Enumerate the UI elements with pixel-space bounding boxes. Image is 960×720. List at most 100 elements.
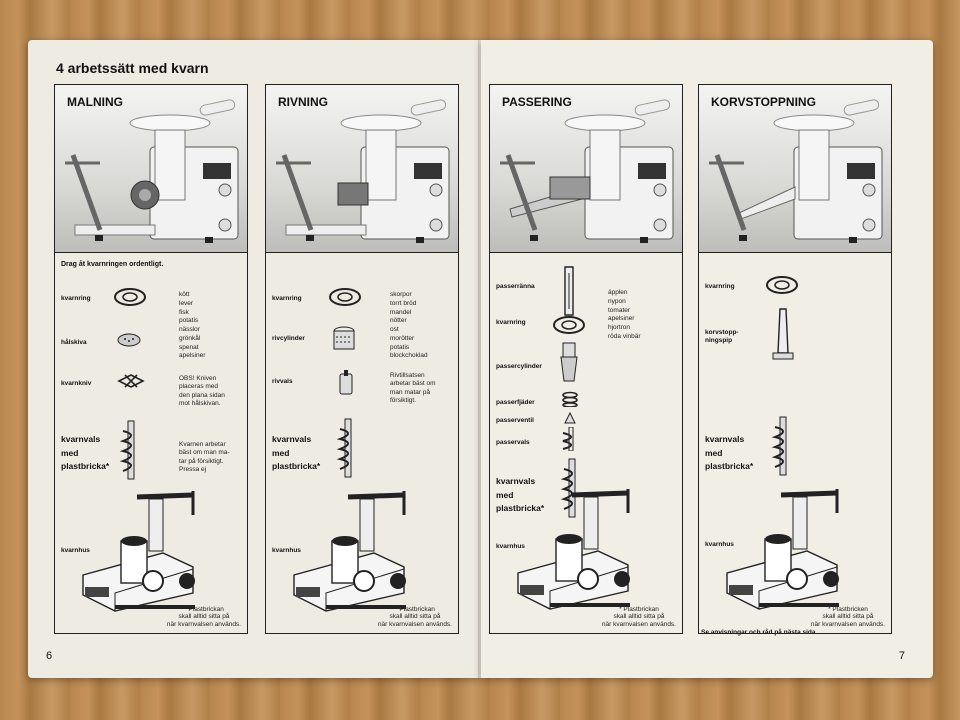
food-list: äpplen nypon tomater apelsiner hjortron …	[608, 289, 641, 342]
column-title: KORVSTOPPNING	[711, 95, 816, 109]
kvarnhus-drawing	[82, 491, 195, 612]
note-text: Rivtillsatsen arbetar bäst om man matar …	[390, 372, 436, 405]
list-item: potatis	[179, 317, 199, 325]
passerventil-icon	[564, 411, 576, 424]
list-item: hjortron	[608, 324, 631, 332]
footnote: * Plastbrickan skall alltid sitta på när…	[377, 605, 452, 629]
part-label: kvarnhus	[61, 547, 90, 554]
column-korvstoppning: KORVSTOPPNING kvarnring korvstopp- nings…	[698, 84, 892, 634]
part-label: kvarnhus	[272, 547, 301, 554]
kvarnring-icon	[114, 288, 146, 306]
kvarnvals-icon	[336, 418, 352, 478]
kvarnkniv-icon	[117, 374, 145, 388]
photo-korvstoppning: KORVSTOPPNING	[699, 85, 891, 253]
left-page: 4 arbetssätt med kvarn 6 MALNING	[28, 40, 480, 678]
column-malning: MALNING Drag åt kvarnringen ordentligt. …	[54, 84, 248, 634]
footer-note: Se anvisningar och råd på nästa sida.	[701, 629, 818, 636]
part-label: kvarnring	[496, 319, 526, 326]
part-label: passerventil	[496, 417, 534, 424]
list-item: mandel	[390, 308, 412, 316]
kvarnvals-icon	[119, 420, 135, 480]
part-label: kvarnring	[705, 283, 735, 290]
photo-rivning: RIVNING	[266, 85, 458, 253]
kvarnhus-drawing	[293, 491, 406, 612]
column-passering: PASSERING passerränna äpplen nypon tomat…	[489, 84, 683, 634]
footnote: * Plastbrickan skall alltid sitta på när…	[166, 605, 241, 629]
photo-malning: MALNING	[55, 85, 247, 253]
part-label: passerfjäder	[496, 399, 535, 406]
note-text: Kvarnen arbetar bäst om man ma- tar på f…	[179, 441, 230, 474]
part-label: passervals	[496, 439, 530, 446]
column-title: RIVNING	[278, 95, 329, 109]
part-label: passerränna	[496, 283, 535, 290]
rivvals-icon	[339, 370, 353, 395]
grinder-photo	[709, 99, 883, 243]
column-title: MALNING	[67, 95, 123, 109]
kvarnvals-icon	[560, 458, 576, 518]
rivcylinder-icon	[333, 326, 355, 350]
passercylinder-icon	[560, 342, 578, 382]
note-text: OBS! Kniven placeras med den plana sidan…	[179, 375, 225, 408]
book-spine	[478, 40, 483, 678]
list-item: spenat	[179, 343, 199, 351]
list-item: nypon	[608, 297, 626, 305]
list-item: torrt bröd	[390, 299, 417, 307]
food-list: kött lever fisk potatis nässlor grönkål …	[179, 291, 205, 361]
part-label: korvstopp- ningspip	[705, 329, 739, 345]
passerranna-icon	[564, 266, 574, 316]
part-label: kvarnhus	[496, 543, 525, 550]
passerfjader-icon	[562, 391, 578, 407]
kvarnhus-drawing	[517, 489, 630, 610]
part-label: kvarnvals med plastbricka*	[705, 434, 754, 472]
list-item: blockchoklad	[390, 352, 428, 360]
kvarnhus-drawing	[726, 489, 839, 610]
part-label: kvarnring	[61, 295, 91, 302]
list-item: skorpor	[390, 291, 412, 298]
food-list: skorpor torrt bröd mandel nötter ost mor…	[390, 291, 428, 361]
part-label: kvarnring	[272, 295, 302, 302]
list-item: lever	[179, 299, 194, 307]
list-item: fisk	[179, 308, 189, 316]
right-page: 7 Se anvisningar och råd på nästa sida. …	[481, 40, 933, 678]
part-label: rivvals	[272, 378, 293, 385]
part-label: passercylinder	[496, 363, 542, 370]
kvarnring-icon	[766, 276, 798, 294]
photo-passering: PASSERING	[490, 85, 682, 253]
kvarnring-icon	[329, 288, 361, 306]
list-item: röda vinbär	[608, 332, 641, 340]
list-item: morötter	[390, 334, 415, 342]
part-label: kvarnhus	[705, 541, 734, 548]
list-item: kött	[179, 291, 190, 298]
list-item: grönkål	[179, 334, 201, 342]
intro-text: Drag åt kvarnringen ordentligt.	[61, 261, 164, 268]
main-title: 4 arbetssätt med kvarn	[56, 60, 209, 76]
part-label: kvarnvals med plastbricka*	[496, 476, 545, 514]
part-label: hålskiva	[61, 339, 87, 346]
grinder-photo	[65, 99, 239, 243]
part-label: kvarnvals med plastbricka*	[61, 434, 110, 472]
list-item: potatis	[390, 343, 410, 351]
kvarnring-icon	[553, 316, 585, 334]
page-number-right: 7	[898, 650, 905, 662]
footnote: * Plastbrickan skall alltid sitta på när…	[601, 605, 676, 629]
list-item: tomater	[608, 306, 631, 314]
column-rivning: RIVNING kvarnring skorpor torrt bröd man…	[265, 84, 459, 634]
halskiva-icon	[117, 333, 141, 347]
part-label: rivcylinder	[272, 335, 305, 342]
part-label: kvarnvals med plastbricka*	[272, 434, 321, 472]
kvarnvals-icon	[771, 416, 787, 476]
page-number-left: 6	[46, 650, 53, 662]
footnote: * Plastbricken skall alltid sitta på när…	[810, 605, 885, 629]
list-item: nässlor	[179, 326, 200, 334]
column-title: PASSERING	[502, 95, 572, 109]
korvstoppningspip-icon	[772, 308, 794, 360]
part-label: kvarnkniv	[61, 380, 92, 387]
grinder-photo	[500, 99, 674, 243]
list-item: nötter	[390, 317, 407, 325]
list-item: apelsiner	[608, 315, 635, 323]
passervals-icon	[562, 427, 574, 451]
grinder-photo	[276, 99, 450, 243]
list-item: ost	[390, 326, 399, 334]
list-item: äpplen	[608, 289, 628, 296]
list-item: apelsiner	[179, 352, 206, 360]
